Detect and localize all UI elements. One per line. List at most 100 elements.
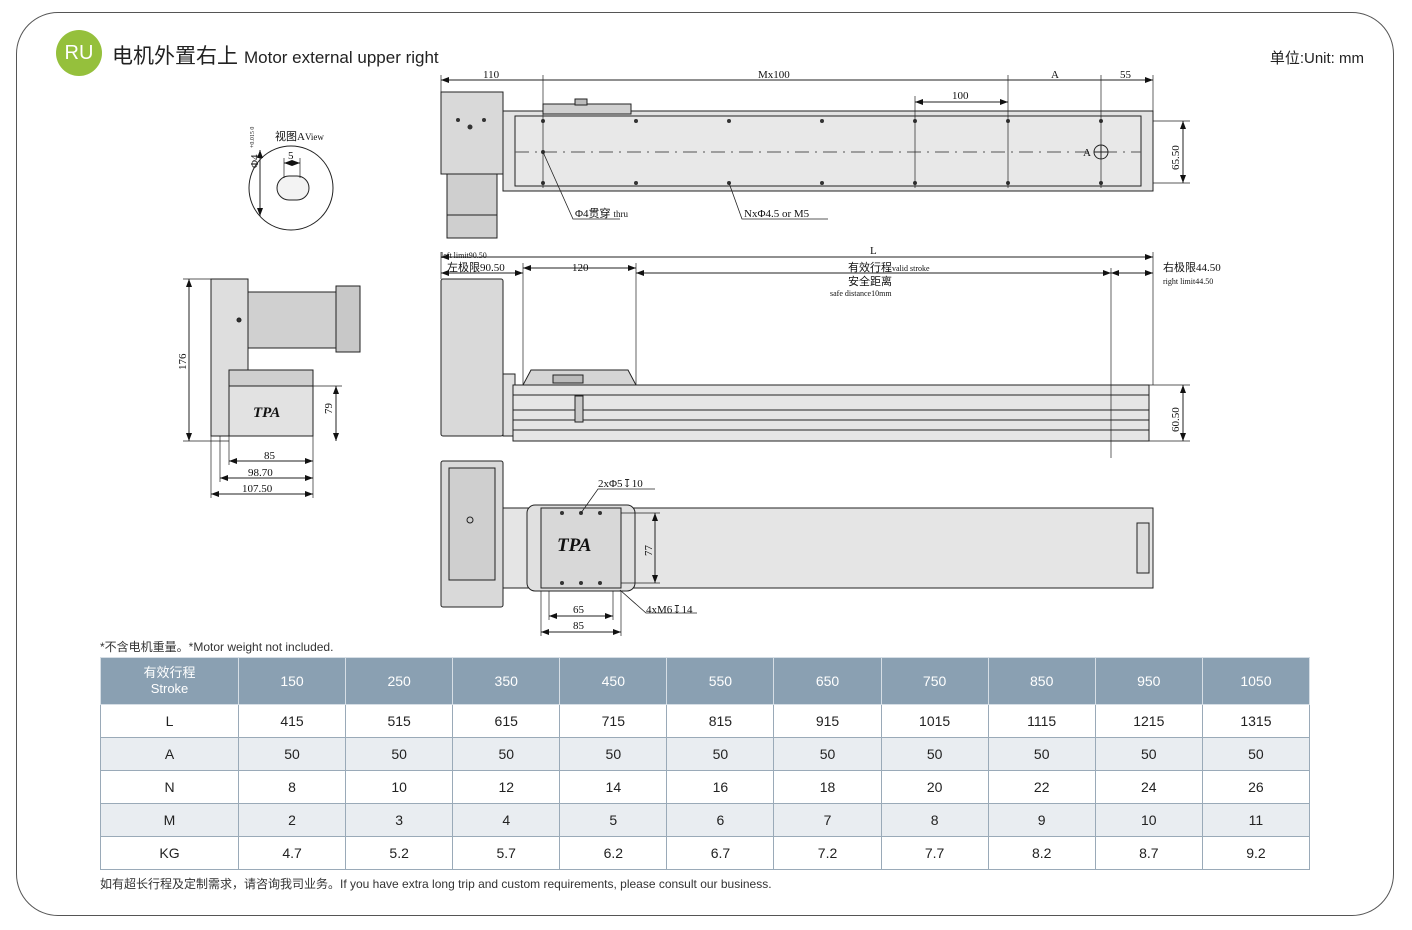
- table-cell: 7.2: [773, 836, 882, 870]
- dim-79: 79: [323, 403, 335, 415]
- table-cell: 815: [666, 704, 775, 738]
- table-cell: 50: [880, 737, 989, 771]
- table-row: N 8 10 12 14 16 18 20 22 24 26: [100, 770, 1311, 804]
- table-cell: 8: [237, 770, 347, 804]
- row-label: KG: [100, 836, 239, 870]
- view-a: [248, 145, 334, 231]
- stroke-col: 150: [237, 657, 347, 705]
- left-limit-cn: 左极限90.50: [447, 260, 505, 274]
- table-cell: 9: [987, 803, 1096, 837]
- table-cell: 5.2: [345, 836, 454, 870]
- end-view-logo: TPA: [253, 405, 280, 421]
- table-cell: 10: [1094, 803, 1203, 837]
- view-a-dim-5: 5: [288, 150, 294, 162]
- dim-55: 55: [1120, 69, 1132, 81]
- table-cell: 50: [1094, 737, 1203, 771]
- dim-176: 176: [177, 353, 189, 370]
- dim-mx100: Mx100: [758, 69, 790, 81]
- left-limit-en: left limit90.50: [441, 251, 487, 260]
- table-cell: 24: [1094, 770, 1203, 804]
- row-label: N: [100, 770, 239, 804]
- table-cell: 1115: [987, 704, 1096, 738]
- table-cell: 10: [345, 770, 454, 804]
- row-label: M: [100, 803, 239, 837]
- table-cell: 50: [987, 737, 1096, 771]
- stroke-col: 350: [452, 657, 561, 705]
- right-limit-en: right limit44.50: [1163, 277, 1213, 286]
- holes-4x-label: 4xM6↧14: [646, 604, 693, 616]
- table-cell: 8.2: [987, 836, 1096, 870]
- table-cell: 9.2: [1201, 836, 1311, 870]
- dim-120: 120: [572, 262, 589, 274]
- dim-98-70: 98.70: [248, 467, 273, 479]
- stroke-col: 650: [773, 657, 882, 705]
- table-cell: 515: [345, 704, 454, 738]
- stroke-header-cn: 有效行程: [143, 665, 196, 680]
- end-view: [183, 278, 361, 498]
- hole-thru-en: thru: [614, 209, 629, 219]
- table-cell: 8: [880, 803, 989, 837]
- view-a-tol: +0.015 0: [250, 127, 256, 148]
- valid-stroke-label: 有效行程valid stroke: [848, 260, 930, 274]
- dim-85-bottom: 85: [573, 620, 585, 632]
- side-view-labels: left limit90.50 左极限90.50 120 L 有效行程valid…: [441, 245, 1221, 432]
- dim-a: A: [1051, 69, 1059, 81]
- table-cell: 6.7: [666, 836, 775, 870]
- stroke-col: 250: [345, 657, 454, 705]
- table-cell: 7: [773, 803, 882, 837]
- dim-100: 100: [952, 90, 969, 102]
- table-cell: 1015: [880, 704, 989, 738]
- dim-65-50: 65.50: [1170, 145, 1182, 170]
- table-cell: 4: [452, 803, 561, 837]
- safe-distance-cn: 安全距离: [848, 274, 892, 288]
- table-cell: 16: [666, 770, 775, 804]
- stroke-header-en: Stroke: [150, 681, 189, 696]
- table-cell: 26: [1201, 770, 1311, 804]
- table-cell: 5.7: [452, 836, 561, 870]
- table-cell: 50: [237, 737, 347, 771]
- table-cell: 415: [237, 704, 347, 738]
- holes-n-label: NxΦ4.5 or M5: [744, 208, 810, 220]
- view-a-title: 视图AView: [275, 129, 324, 143]
- weight-note: *不含电机重量。*Motor weight not included.: [100, 640, 334, 654]
- bottom-view: [440, 460, 1154, 636]
- hole-thru-cn: Φ4贯穿: [575, 206, 611, 220]
- table-cell: 1215: [1094, 704, 1203, 738]
- table-cell: 12: [452, 770, 561, 804]
- table-cell: 915: [773, 704, 882, 738]
- side-view: [440, 252, 1190, 458]
- table-row: A 50 50 50 50 50 50 50 50 50 50: [100, 737, 1311, 771]
- table-cell: 50: [345, 737, 454, 771]
- table-cell: 715: [559, 704, 668, 738]
- view-a-en: View: [305, 132, 324, 142]
- page-frame: [16, 12, 1394, 916]
- title-cn: 电机外置右上: [112, 45, 238, 68]
- table-cell: 8.7: [1094, 836, 1203, 870]
- bottom-view-logo: TPA: [557, 535, 591, 556]
- dim-110: 110: [483, 69, 500, 81]
- table-cell: 50: [1201, 737, 1311, 771]
- table-cell: 20: [880, 770, 989, 804]
- stroke-col: 950: [1094, 657, 1203, 705]
- table-cell: 615: [452, 704, 561, 738]
- table-row: M 2 3 4 5 6 7 8 9 10 11: [100, 803, 1311, 837]
- holes-2x-label: 2xΦ5↧10: [598, 478, 643, 490]
- table-cell: 5: [559, 803, 668, 837]
- footer-note: 如有超长行程及定制需求，请咨询我司业务。If you have extra lo…: [100, 877, 772, 891]
- dim-l: L: [870, 245, 877, 257]
- end-view-labels: 176 79 85 98.70 107.50 TPA: [177, 353, 335, 495]
- table-row: L 415 515 615 715 815 915 1015 1115 1215…: [100, 704, 1311, 738]
- table-cell: 7.7: [880, 836, 989, 870]
- table-cell: 14: [559, 770, 668, 804]
- stroke-col: 450: [559, 657, 668, 705]
- table-cell: 3: [345, 803, 454, 837]
- top-view: [440, 75, 1190, 239]
- stroke-col: 550: [666, 657, 775, 705]
- dim-77: 77: [643, 545, 655, 557]
- valid-stroke-cn: 有效行程: [848, 260, 892, 274]
- stroke-col: 750: [880, 657, 989, 705]
- table-cell: 18: [773, 770, 882, 804]
